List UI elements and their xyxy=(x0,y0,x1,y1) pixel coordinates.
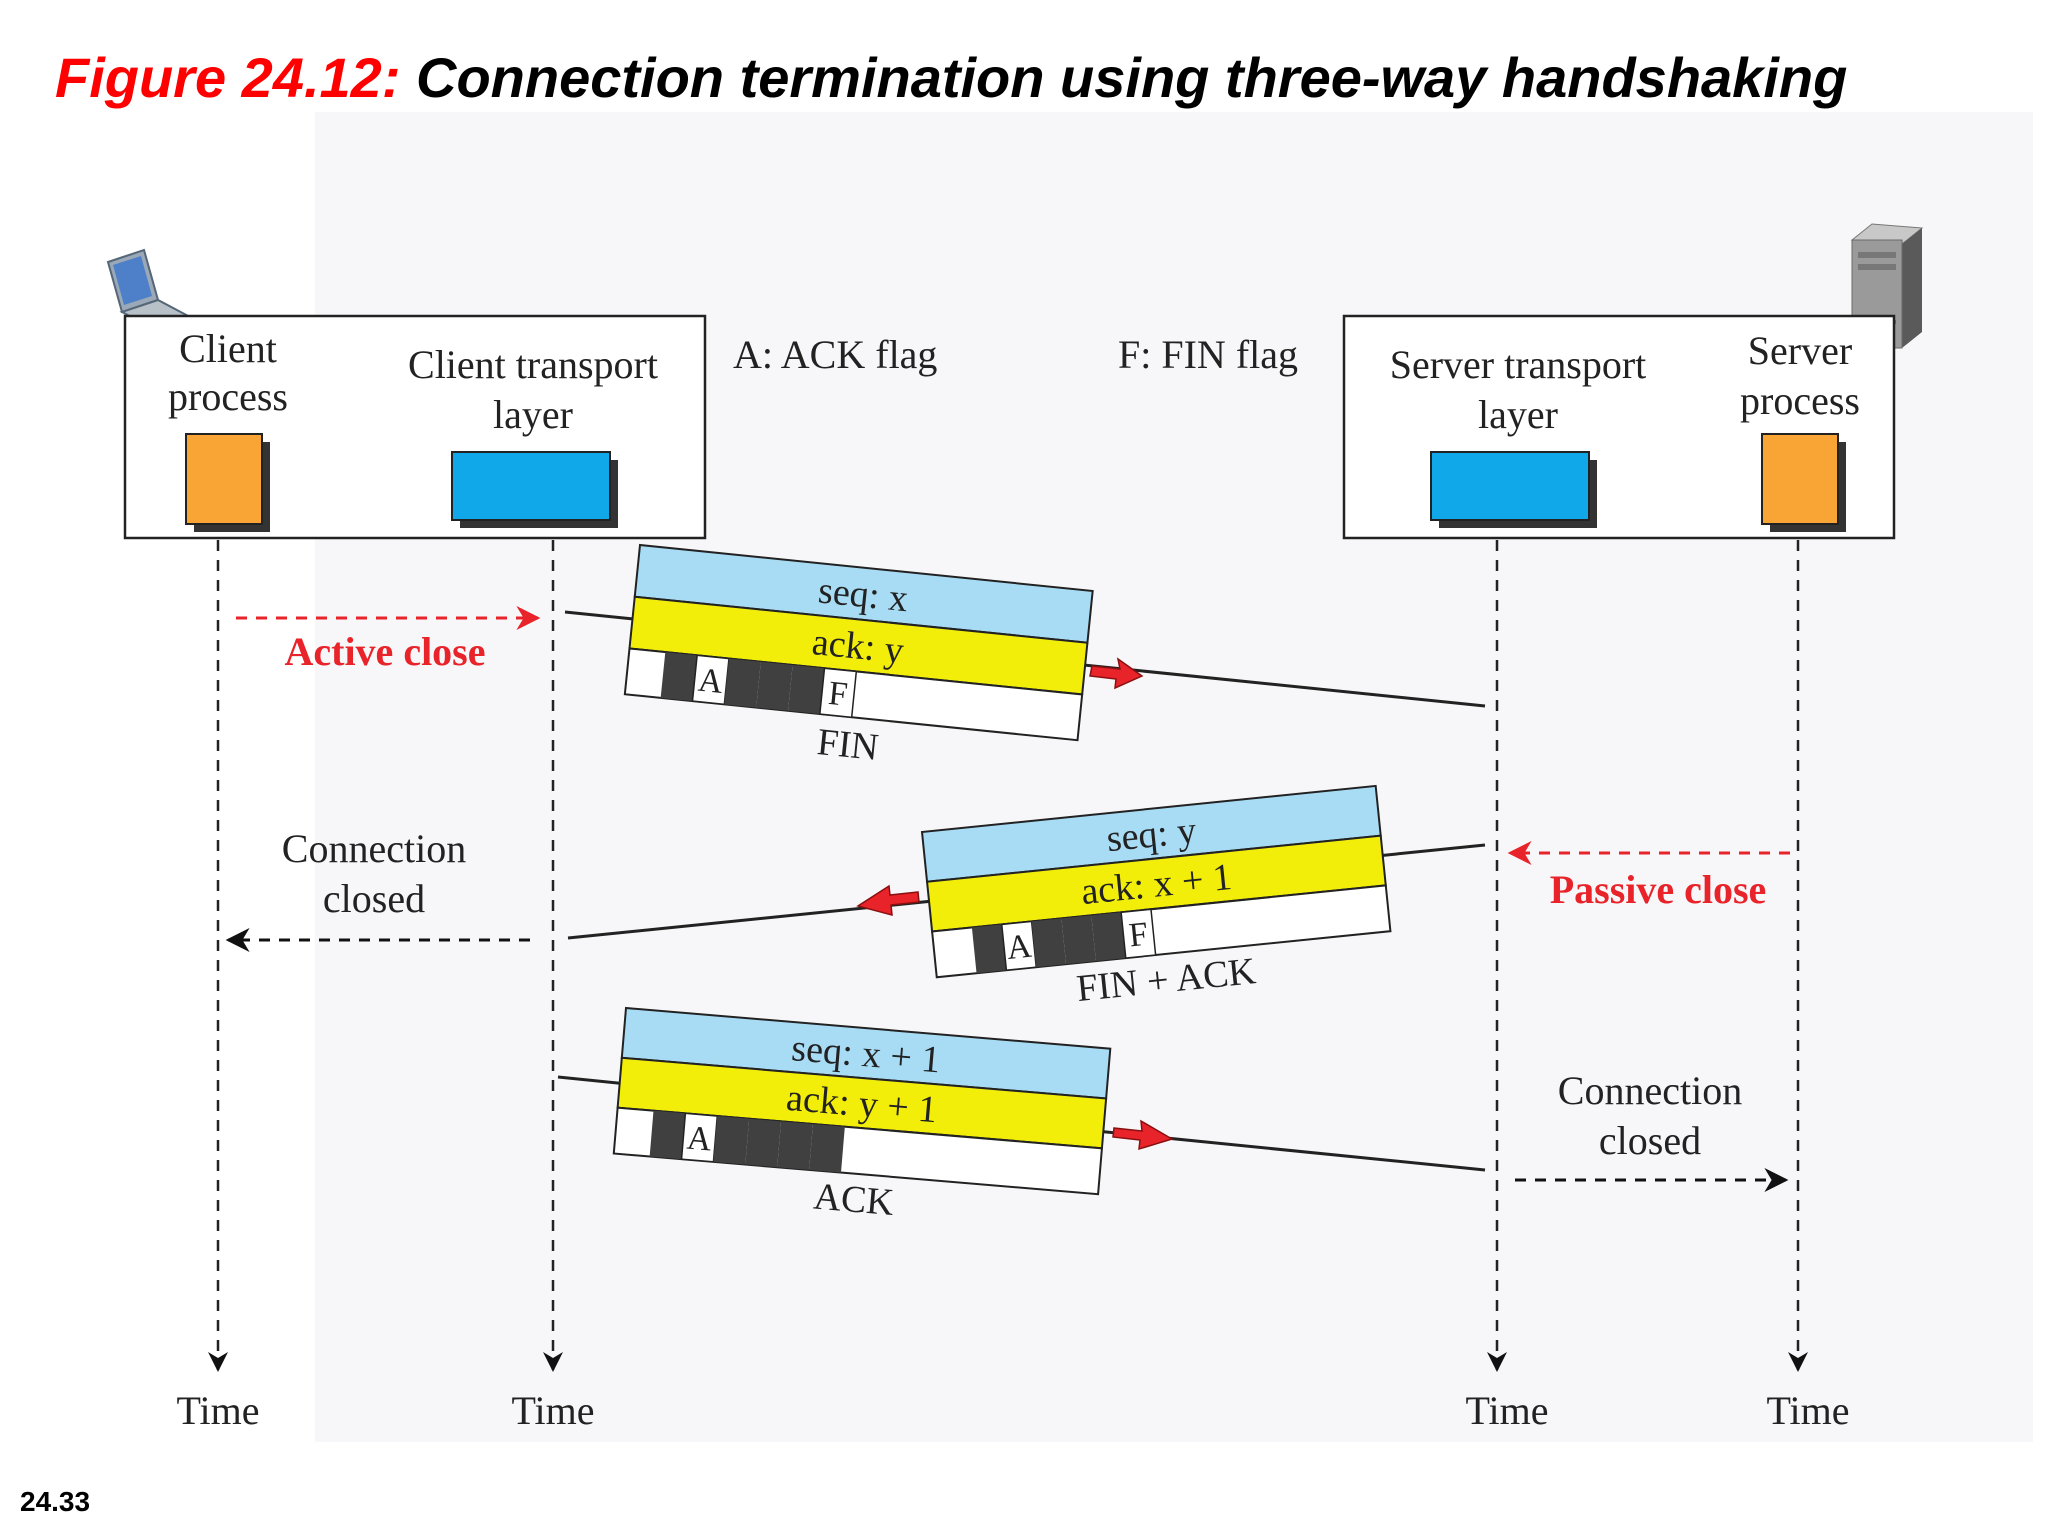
fin-flag-a: A xyxy=(696,662,725,701)
client-process-label-line2: process xyxy=(168,374,288,419)
ack-segment: seq: x + 1 ack: y + 1 A ACK xyxy=(557,1006,1486,1224)
client-connection-closed-line2: closed xyxy=(323,876,425,921)
ack-segment-name: ACK xyxy=(812,1175,896,1224)
client-box: Client process Client transport layer xyxy=(123,314,707,540)
fin-ack-flag-f: F xyxy=(1127,916,1150,955)
server-transport-label-line1: Server transport xyxy=(1390,342,1647,387)
client-transport-label-line2: layer xyxy=(493,392,573,437)
fin-ack-label: ack: y xyxy=(810,621,906,672)
client-transport-block xyxy=(451,451,611,521)
legend-fin-flag: F: FIN flag xyxy=(1118,332,1298,377)
client-connection-closed-line1: Connection xyxy=(282,826,466,871)
time-label-server-transport: Time xyxy=(1465,1388,1548,1433)
client-process-label-line1: Client xyxy=(179,326,277,371)
fin-flag-f: F xyxy=(827,675,850,714)
server-box: Server transport layer Server process xyxy=(1342,314,1896,540)
slide-title: Figure 24.12: Connection termination usi… xyxy=(55,38,1847,118)
time-label-server-process: Time xyxy=(1766,1388,1849,1433)
slide-number: 24.33 xyxy=(20,1486,91,1517)
server-process-label-line2: process xyxy=(1740,378,1860,423)
fin-direction-arrow xyxy=(1089,657,1144,690)
fin-ack-flag-a: A xyxy=(1005,928,1034,967)
server-transport-block xyxy=(1430,451,1590,521)
fin-ack-seq-label: seq: y xyxy=(1105,809,1199,860)
fin-ack-direction-arrow xyxy=(856,884,920,917)
passive-close-label: Passive close xyxy=(1550,867,1767,912)
ack-direction-arrow xyxy=(1112,1119,1174,1151)
server-connection-closed-line2: closed xyxy=(1599,1118,1701,1163)
server-transport-label-line2: layer xyxy=(1478,392,1558,437)
fin-segment-name: FIN xyxy=(815,721,880,769)
client-transport-label-line1: Client transport xyxy=(408,342,658,387)
server-process-block xyxy=(1761,433,1839,525)
figure-label: Figure 24.12: xyxy=(55,46,401,109)
fin-seq-label: seq: x xyxy=(816,569,910,620)
legend-ack-flag: A: ACK flag xyxy=(733,332,937,377)
time-label-client-transport: Time xyxy=(511,1388,594,1433)
server-process-label-line1: Server xyxy=(1748,328,1852,373)
figure-caption: Connection termination using three-way h… xyxy=(416,46,1848,109)
server-connection-closed-line1: Connection xyxy=(1558,1068,1742,1113)
active-close-label: Active close xyxy=(284,629,485,674)
ack-flag-a: A xyxy=(686,1120,714,1159)
fin-ack-segment: seq: y ack: x + 1 A F FIN + ACK xyxy=(567,784,1486,1010)
time-label-client-process: Time xyxy=(176,1388,259,1433)
fin-segment: seq: x ack: y A F FIN xyxy=(564,543,1486,769)
client-process-block xyxy=(185,433,263,525)
